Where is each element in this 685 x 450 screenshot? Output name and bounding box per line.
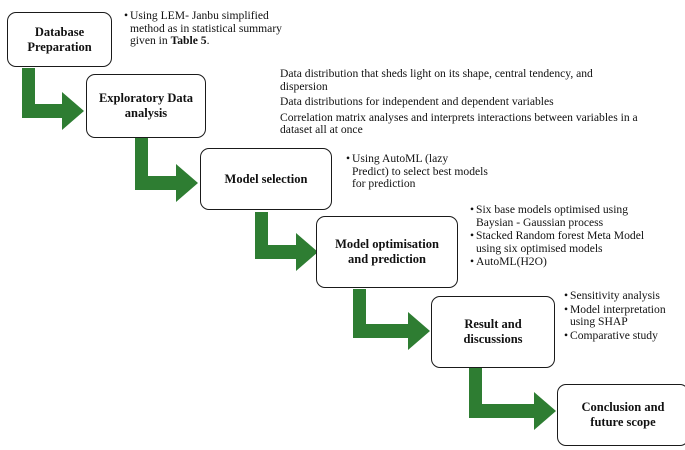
note-item: • Using AutoML (lazy Predict) to select … <box>346 152 536 191</box>
note-text: Six base models optimised using Baysian … <box>476 203 629 229</box>
note-text: Sensitivity analysis <box>570 289 660 302</box>
arrow-1-to-2 <box>22 68 84 130</box>
note-text: AutoML(H2O) <box>476 255 547 269</box>
step-label: Database Preparation <box>27 24 92 54</box>
bullet: • <box>564 289 569 302</box>
note-item: • Six base models optimised using Baysia… <box>470 203 682 229</box>
notes-database-preparation: • Using LEM- Janbu simplified method as … <box>124 9 324 48</box>
step-box-exploratory-data-analysis: Exploratory Data analysis <box>86 74 206 138</box>
note-item: Data distributions for independent and d… <box>280 95 680 109</box>
note-text: Comparative study <box>570 328 658 342</box>
note-item: • Using LEM- Janbu simplified method as … <box>124 9 324 48</box>
step-box-result-discussions: Result and discussions <box>431 296 555 368</box>
bullet: • <box>470 203 475 216</box>
arrow-3-to-4 <box>255 212 318 271</box>
arrow-5-to-6 <box>469 368 556 430</box>
note-item: • Model interpretation using SHAP <box>564 302 682 329</box>
note-item: • AutoML(H2O) <box>470 256 682 269</box>
note-item: Correlation matrix analyses and interpre… <box>280 110 680 137</box>
note-text: Stacked Random forest Meta Model using s… <box>476 229 645 255</box>
note-item: • Comparative study <box>564 328 682 343</box>
step-label: Conclusion and future scope <box>581 400 665 429</box>
note-tail: . <box>206 34 210 48</box>
note-item: • Stacked Random forest Meta Model using… <box>470 229 682 255</box>
table-reference: Table 5 <box>170 34 207 48</box>
step-label: Result and discussions <box>463 317 523 346</box>
notes-exploratory-data-analysis: Data distribution that sheds light on it… <box>280 67 680 138</box>
step-box-database-preparation: Database Preparation <box>7 12 112 67</box>
note-item: Data distribution that sheds light on it… <box>280 67 680 93</box>
note-item: • Sensitivity analysis <box>564 289 682 303</box>
bullet: • <box>564 328 569 342</box>
step-box-model-optimisation: Model optimisation and prediction <box>316 216 458 288</box>
arrow-2-to-3 <box>135 138 198 202</box>
step-label: Model selection <box>224 171 308 186</box>
notes-model-selection: • Using AutoML (lazy Predict) to select … <box>346 152 536 191</box>
bullet: • <box>470 255 475 269</box>
step-box-conclusion-future-scope: Conclusion and future scope <box>557 384 685 446</box>
bullet: • <box>470 229 475 243</box>
note-text: Using LEM- Janbu simplified method as in… <box>130 9 282 48</box>
step-label: Exploratory Data analysis <box>98 91 194 120</box>
bullet: • <box>346 152 351 165</box>
bullet: • <box>564 302 569 316</box>
bullet: • <box>124 9 129 22</box>
note-text: Data distributions for independent and d… <box>280 95 554 109</box>
note-text: Using AutoML (lazy Predict) to select be… <box>352 152 488 191</box>
note-text: Data distribution that sheds light on it… <box>280 67 593 93</box>
notes-result-discussions: • Sensitivity analysis • Model interpret… <box>564 289 682 343</box>
step-box-model-selection: Model selection <box>200 148 332 210</box>
arrow-4-to-5 <box>353 289 430 350</box>
note-text: Model interpretation using SHAP <box>570 302 666 329</box>
note-text: Correlation matrix analyses and interpre… <box>280 110 638 137</box>
notes-model-optimisation: • Six base models optimised using Baysia… <box>470 203 682 269</box>
step-label: Model optimisation and prediction <box>335 237 439 266</box>
